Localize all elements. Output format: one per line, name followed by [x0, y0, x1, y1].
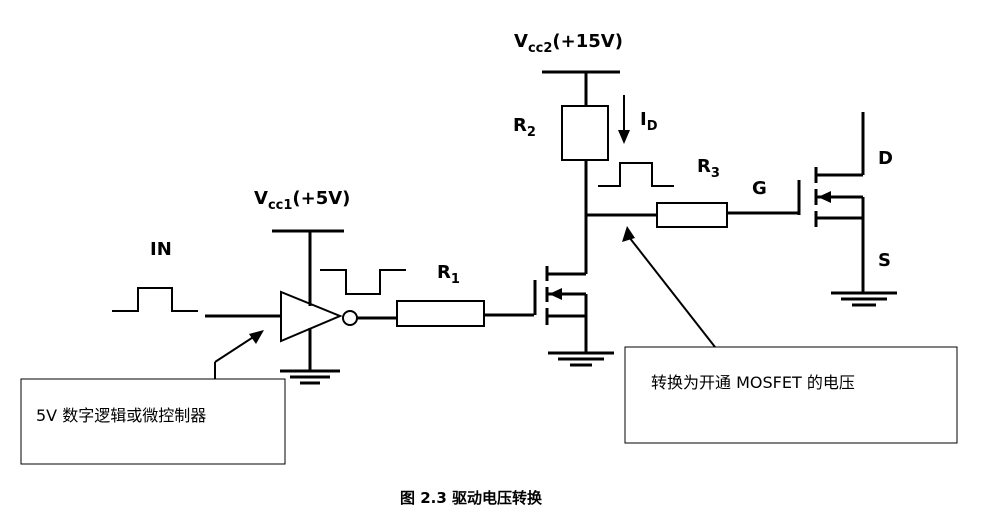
mosfet-note-box	[624, 346, 958, 444]
mosfet1-arrow	[549, 288, 562, 300]
logic-callout-arrowhead	[249, 330, 264, 344]
r3-label: R3	[697, 156, 720, 181]
resistor-r3	[656, 202, 728, 228]
inverter-output-waveform	[320, 269, 406, 295]
figure-caption: 图 2.3 驱动电压转换	[400, 489, 543, 507]
mosfet-callout-line	[628, 236, 716, 348]
mosfet2-arrow	[818, 191, 831, 203]
vcc1-label: Vcc1(+5V)	[254, 188, 350, 213]
r2-label: R2	[513, 115, 536, 140]
source-label: S	[878, 250, 891, 271]
inverter-bubble	[342, 310, 358, 326]
logic-note-text: 5V 数字逻辑或微控制器	[36, 406, 206, 425]
id-arrow-head	[618, 130, 630, 144]
mosfet-callout-arrowhead	[622, 226, 635, 242]
input-pulse-waveform	[112, 287, 198, 312]
drain-label: D	[878, 148, 893, 169]
logic-note-box	[20, 378, 286, 465]
r1-label: R1	[437, 262, 460, 287]
mosfet-note-text: 转换为开通 MOSFET 的电压	[651, 373, 855, 392]
resistor-r1	[396, 300, 485, 327]
gate-label: G	[752, 178, 767, 199]
vcc2-label: Vcc2(+15V)	[514, 31, 623, 56]
input-label: IN	[150, 239, 172, 260]
id-label: ID	[640, 109, 658, 134]
node-pulse-waveform	[598, 162, 674, 187]
resistor-r2	[561, 105, 609, 161]
